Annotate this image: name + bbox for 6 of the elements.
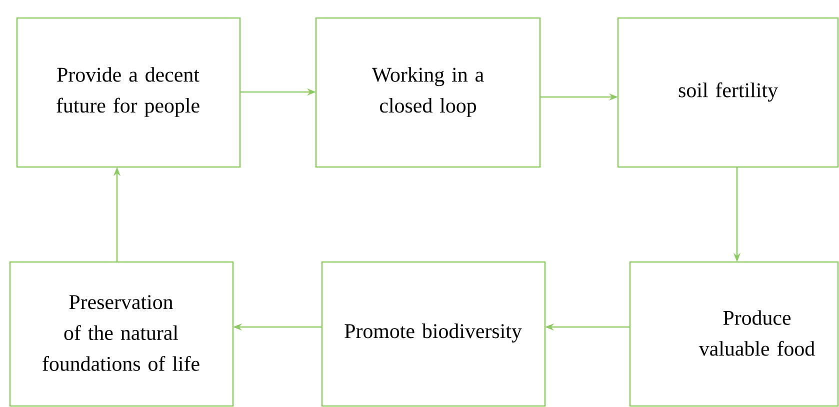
process-box: Provide a decent future for people	[16, 17, 241, 168]
process-box: Preservation of the natural foundations of life	[9, 261, 234, 407]
process-box: Produce valuable food	[629, 261, 839, 407]
process-box: soil fertility	[617, 17, 839, 168]
process-box: Working in a closed loop	[315, 17, 541, 168]
process-box: Promote biodiversity	[321, 261, 546, 407]
